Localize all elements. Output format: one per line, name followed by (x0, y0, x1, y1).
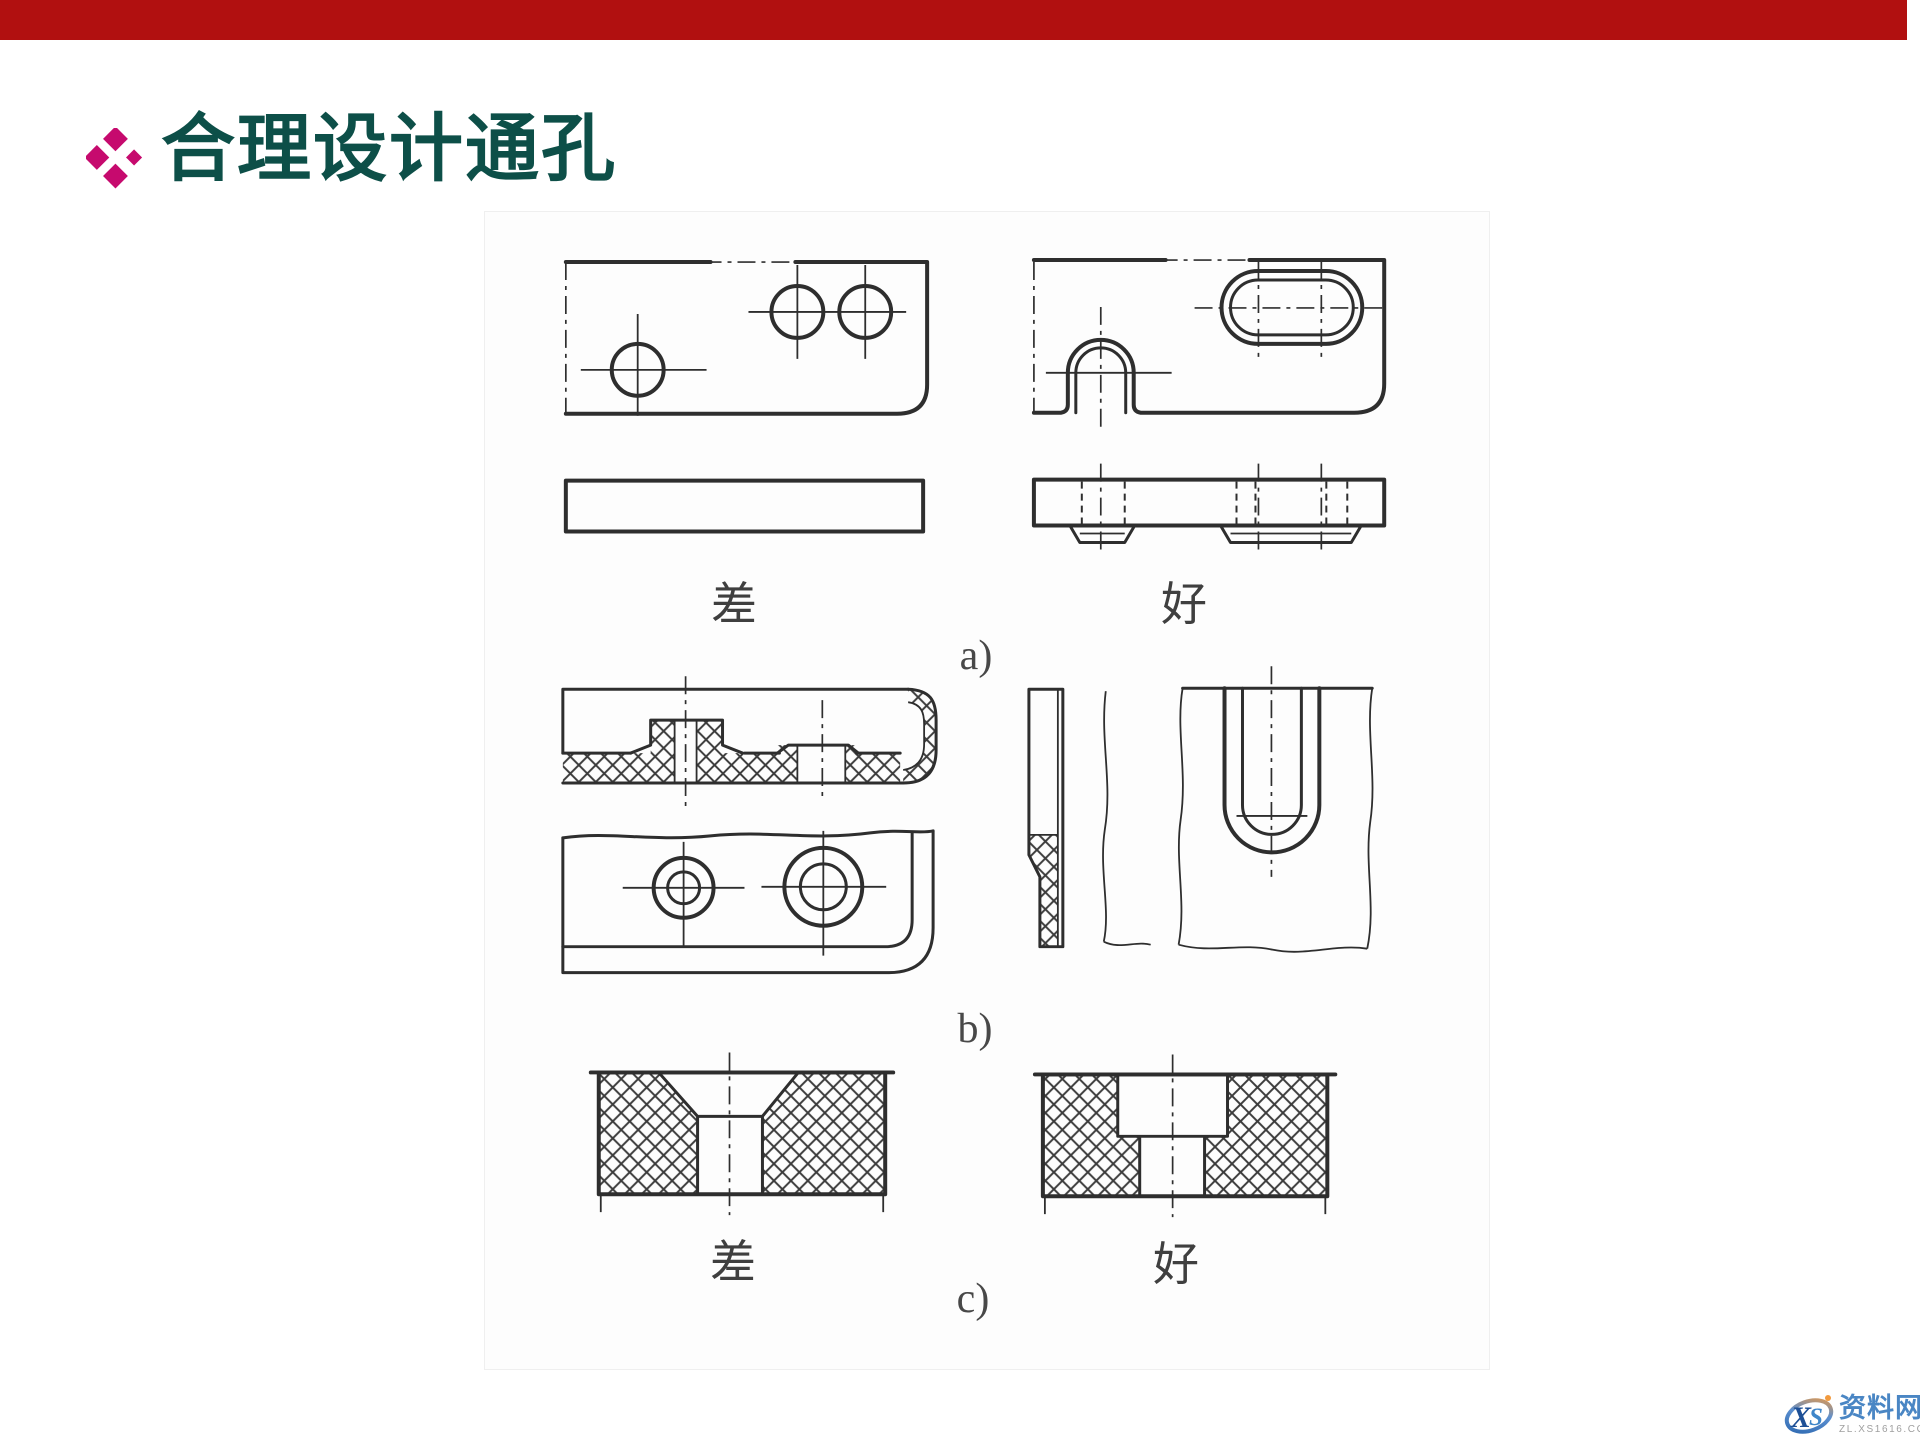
label-a-good: 好 (1161, 579, 1207, 630)
diagram-b-good (1027, 666, 1374, 953)
caption-c: c) (956, 1276, 990, 1322)
label-c-bad: 差 (710, 1237, 756, 1288)
watermark: X S 资料网 ZL.XS1616.COM (1783, 1391, 1920, 1439)
caption-b: b) (957, 1006, 993, 1052)
diagram-b-bad-section (561, 676, 938, 806)
watermark-site-url: ZL.XS1616.COM (1839, 1424, 1920, 1435)
logo-letter-s: S (1809, 1404, 1823, 1431)
label-c-good: 好 (1153, 1239, 1199, 1290)
side-view-bar (563, 478, 926, 534)
diagram-b-bad-plan (561, 829, 935, 975)
watermark-logo-icon: X S (1784, 1395, 1834, 1434)
diagram-c-bad (588, 1052, 896, 1216)
diagram-c-good (1032, 1054, 1338, 1218)
watermark-text: 资料网 ZL.XS1616.COM (1839, 1395, 1920, 1435)
caption-a: a) (959, 633, 993, 679)
u-slot-inner (1240, 686, 1303, 836)
diagram-a-good (1031, 258, 1388, 554)
label-a-bad: 差 (711, 579, 757, 630)
page-title: 合理设计通孔 (161, 107, 617, 190)
diamond-bullet-icon (86, 128, 143, 189)
watermark-site-name: 资料网 (1839, 1393, 1920, 1423)
engineering-drawing (561, 258, 1388, 1218)
figure-area (484, 211, 1490, 1370)
logo-letter-x: X (1790, 1401, 1812, 1434)
side-view-bar (1031, 477, 1387, 528)
diagram-a-bad (563, 260, 930, 534)
top-accent-bar (0, 0, 1907, 40)
